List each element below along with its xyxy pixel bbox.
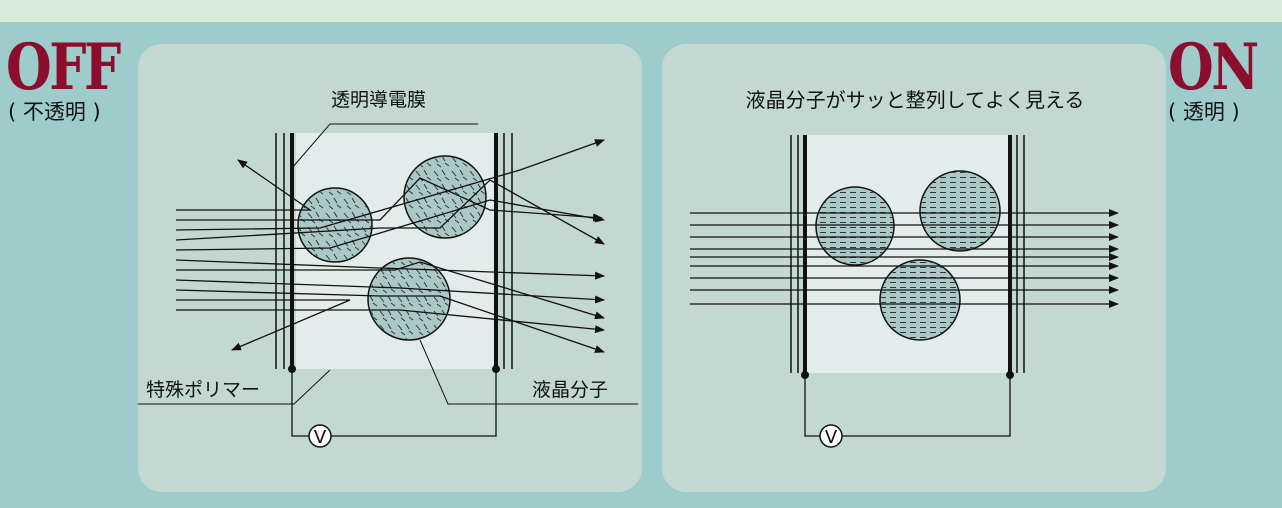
off-cell: V 透明導電膜 特殊ポリマー 液晶分子: [138, 89, 638, 448]
off-ray: [175, 179, 605, 245]
off-ray: [176, 261, 605, 320]
on-terminal-left: [801, 371, 809, 379]
off-light-rays: [175, 139, 605, 353]
off-voltage-source: [308, 424, 332, 448]
off-callout-lines: [138, 123, 638, 405]
off-ray: [175, 259, 605, 280]
off-ray: [175, 279, 605, 304]
off-state-subtitle: ( 不透明 ): [8, 100, 101, 124]
on-voltage-label: V: [825, 427, 838, 448]
on-circuit-wire-right: [842, 375, 1011, 437]
on-state-subtitle: ( 透明 ): [1168, 100, 1240, 124]
off-circuit-wire-right: [331, 369, 497, 437]
off-ray: [175, 199, 605, 251]
off-molecule-texture: [299, 189, 371, 261]
off-terminal-right: [492, 365, 500, 373]
on-state-title: ON: [1168, 30, 1259, 105]
off-ray: [175, 289, 605, 353]
off-ray: [176, 299, 351, 351]
conductive-film-leader: [291, 123, 478, 169]
liquid-crystal-leader: [419, 339, 638, 405]
off-state-title: OFF: [6, 30, 121, 105]
off-voltage-label: V: [314, 427, 327, 448]
off-ray: [176, 309, 605, 334]
on-light-rays: [690, 209, 1119, 308]
off-ray: [175, 139, 605, 231]
off-molecule-texture: [405, 157, 485, 237]
on-terminal-right: [1006, 371, 1014, 379]
on-cell: 液晶分子がサッと整列してよく見える: [690, 88, 1119, 448]
on-voltage-source: [819, 424, 843, 448]
on-caption: 液晶分子がサッと整列してよく見える: [746, 88, 1085, 112]
off-ray: [176, 159, 313, 211]
label-conductive-film: 透明導電膜: [331, 89, 426, 111]
on-circuit: [804, 375, 1011, 437]
top-band: [0, 0, 1282, 22]
label-polymer: 特殊ポリマー: [146, 379, 260, 401]
on-molecule-texture: [881, 261, 959, 339]
off-terminal-left: [288, 365, 296, 373]
off-ray: [176, 177, 603, 222]
off-circuit: [291, 369, 497, 437]
label-liquid-crystal: 液晶分子: [532, 379, 608, 401]
polymer-leader: [138, 369, 331, 405]
on-molecule-texture: [817, 188, 893, 264]
on-molecule-texture: [921, 172, 999, 250]
off-molecule-texture: [369, 259, 449, 339]
on-circuit-wire-left: [804, 375, 820, 437]
off-circuit-wire-left: [291, 369, 309, 437]
